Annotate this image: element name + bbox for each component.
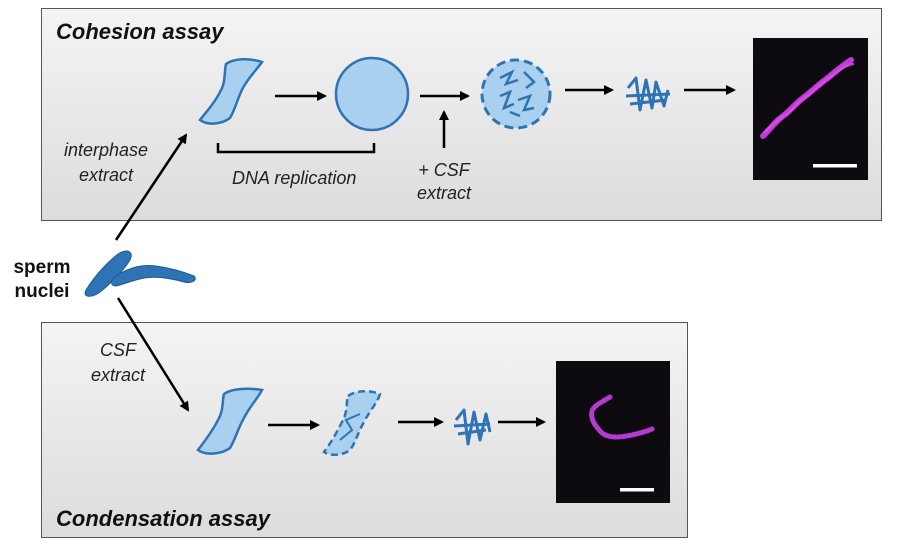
- interphase-extract-label: interphase extract: [56, 140, 156, 186]
- arrow-to-csf: [116, 297, 190, 412]
- replicated-nucleus-icon: [334, 56, 410, 132]
- interphase-line2: extract: [78, 165, 134, 185]
- sperm-line1: sperm: [13, 257, 71, 278]
- csf-extract-label: CSF extract: [80, 340, 156, 386]
- cohesion-micrograph: [753, 38, 868, 180]
- interphase-line1: interphase: [63, 140, 149, 160]
- condensed-chromosome: [589, 394, 655, 440]
- scale-bar: [620, 488, 654, 492]
- condensed-chromatin-icon: [625, 76, 671, 112]
- csf-addition-line2: extract: [416, 183, 472, 203]
- nuclear-breakdown-icon: [322, 390, 382, 456]
- csf-line1: CSF: [100, 340, 136, 360]
- sperm-nuclei-label: sperm nuclei: [4, 256, 80, 304]
- condensation-micrograph: [556, 361, 670, 503]
- csf-addition-line1: + CSF: [418, 160, 470, 180]
- cohesion-assay-title: Cohesion assay: [56, 19, 224, 44]
- csf-line2: extract: [90, 365, 146, 385]
- nuclear-breakdown-icon: [480, 58, 552, 130]
- condensed-chromatin-icon: [453, 408, 492, 446]
- arrow-to-interphase: [114, 133, 188, 241]
- csf-addition-label: + CSF extract: [412, 160, 476, 204]
- sperm-line2: nuclei: [14, 281, 70, 302]
- decondensed-nucleus-icon: [198, 58, 264, 125]
- condensation-assay-title: Condensation assay: [56, 506, 270, 531]
- replication-bracket: [216, 143, 376, 154]
- decondensed-nucleus-icon: [196, 387, 264, 455]
- scale-bar: [813, 164, 857, 168]
- dna-replication-label: DNA replication: [232, 168, 357, 188]
- sperm-nuclei-icon: [84, 250, 196, 297]
- cohesion-assay-panel: Cohesion assay: [41, 8, 882, 221]
